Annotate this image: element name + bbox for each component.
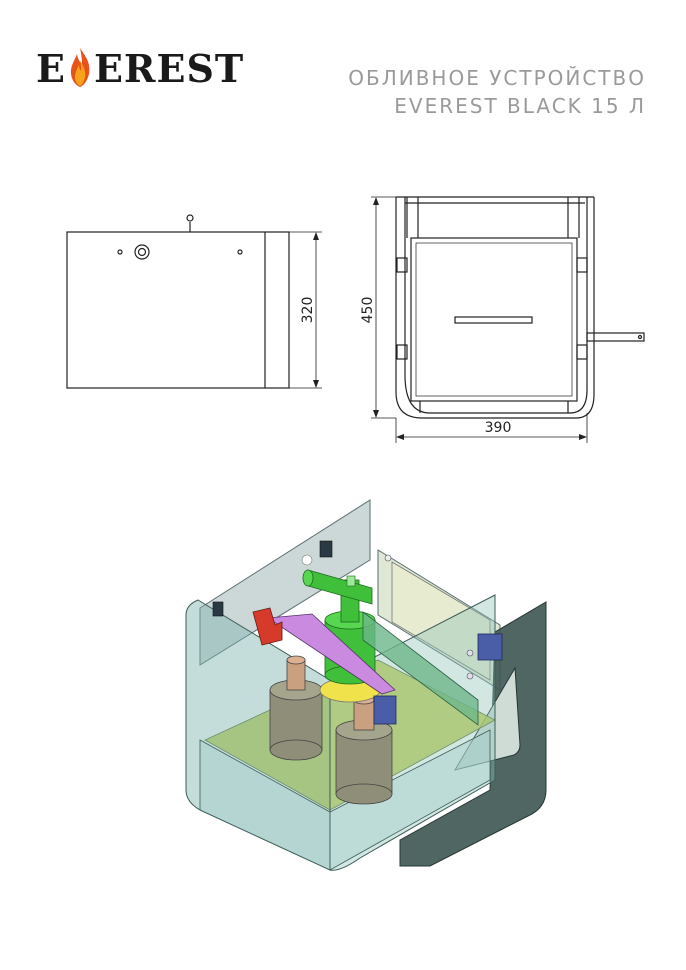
flame-icon	[70, 48, 90, 87]
dim-front-height: 450	[360, 297, 376, 324]
cylinder-right	[335, 695, 393, 805]
cylinder-left	[269, 655, 323, 761]
logo-text-end: EREST	[93, 46, 245, 91]
title-line-1: ОБЛИВНОЕ УСТРОЙСТВО	[348, 66, 646, 90]
isometric-3d-view	[185, 499, 547, 871]
dim-side-height: 320	[300, 297, 316, 324]
front-view	[371, 196, 645, 443]
dim-front-width: 390	[485, 420, 512, 436]
everest-logo: E EREST	[36, 46, 244, 88]
logo-text-start: E	[36, 46, 66, 91]
title-line-2: EVEREST BLACK 15 Л	[394, 94, 646, 118]
side-view	[66, 214, 322, 389]
document-title: ОБЛИВНОЕ УСТРОЙСТВО EVEREST BLACK 15 Л	[348, 64, 646, 120]
